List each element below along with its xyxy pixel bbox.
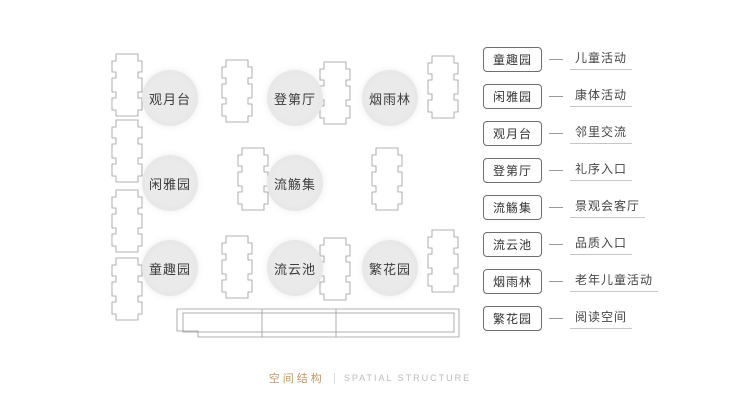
- building-outline: [221, 59, 253, 123]
- podium-outline: [176, 308, 460, 338]
- legend-name: 登第厅: [483, 157, 543, 183]
- legend-connector: [549, 95, 564, 97]
- legend-row: 登第厅 礼序入口: [483, 157, 658, 183]
- legend-desc: 景观会客厅: [570, 197, 646, 218]
- legend-row: 流云池 品质入口: [483, 231, 658, 257]
- legend-desc: 礼序入口: [570, 160, 633, 181]
- footer-title-en: SPATIAL STRUCTURE: [343, 373, 472, 383]
- legend-row: 烟雨林 老年儿童活动: [483, 268, 659, 294]
- legend-desc: 品质入口: [570, 234, 633, 255]
- legend-name: 观月台: [483, 120, 543, 146]
- legend-connector: [549, 206, 564, 208]
- legend-desc: 儿童活动: [570, 49, 633, 70]
- building-outline: [371, 147, 403, 211]
- zone-circle-dengditing: 登第厅: [267, 70, 323, 126]
- zone-circle-xianyayuan: 闲雅园: [142, 155, 198, 211]
- legend-connector: [549, 243, 564, 245]
- legend-name: 闲雅园: [483, 83, 543, 109]
- building-outline: [221, 235, 253, 299]
- legend-row: 流觞集 景观会客厅: [483, 194, 658, 220]
- zone-circle-fanhuayuan: 繁花园: [362, 240, 418, 296]
- building-outline: [237, 147, 269, 211]
- zone-circle-guanyuetai: 观月台: [142, 70, 198, 126]
- legend-row: 童趣园 儿童活动: [483, 46, 658, 72]
- building-outline: [427, 229, 459, 293]
- legend-desc: 老年儿童活动: [570, 271, 659, 292]
- building-outline: [319, 61, 351, 125]
- legend-desc: 邻里交流: [570, 123, 633, 144]
- legend-row: 繁花园 阅读空间: [483, 305, 658, 331]
- legend-desc: 康体活动: [570, 86, 633, 107]
- legend-name: 烟雨林: [483, 268, 543, 294]
- legend-name: 繁花园: [483, 305, 543, 331]
- zone-circle-tongquyuan: 童趣园: [142, 240, 198, 296]
- building-outline: [111, 119, 143, 183]
- footer-divider: [333, 372, 335, 384]
- legend-connector: [549, 58, 564, 60]
- building-outline: [111, 189, 143, 253]
- footer-title-cn: 空间结构: [268, 373, 325, 385]
- building-outline: [111, 53, 143, 117]
- legend-desc: 阅读空间: [570, 308, 633, 329]
- legend-name: 童趣园: [483, 46, 543, 72]
- zone-circle-liuyunchi: 流云池: [267, 240, 323, 296]
- legend-row: 观月台 邻里交流: [483, 120, 658, 146]
- zone-circle-yanyulin: 烟雨林: [362, 70, 418, 126]
- building-outline: [111, 257, 143, 321]
- legend-name: 流云池: [483, 231, 543, 257]
- legend-connector: [549, 317, 564, 319]
- legend-name: 流觞集: [483, 194, 543, 220]
- legend-connector: [549, 280, 564, 282]
- legend-connector: [549, 132, 564, 134]
- building-outline: [319, 237, 351, 301]
- legend-connector: [549, 169, 564, 171]
- footer-caption: 空间结构 SPATIAL STRUCTURE: [0, 370, 740, 386]
- zone-circle-liushangji: 流觞集: [267, 155, 323, 211]
- legend: 童趣园 儿童活动 闲雅园 康体活动 观月台 邻里交流 登第厅 礼序入口 流觞集 …: [483, 46, 659, 331]
- building-outline: [427, 55, 459, 119]
- legend-row: 闲雅园 康体活动: [483, 83, 658, 109]
